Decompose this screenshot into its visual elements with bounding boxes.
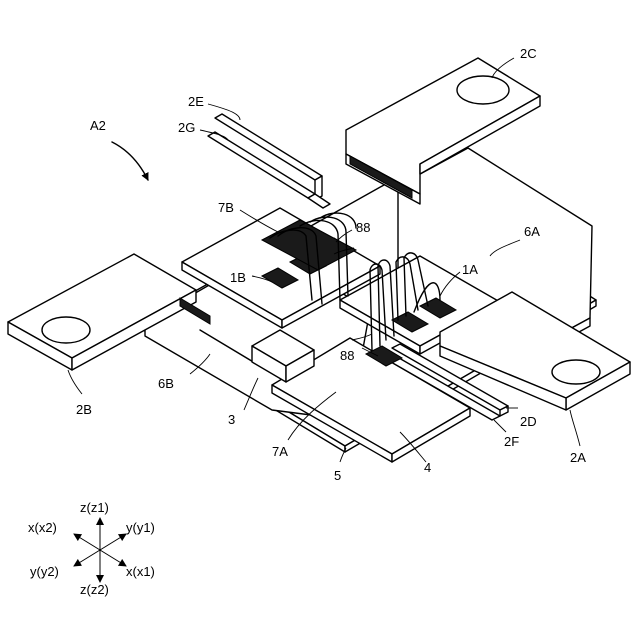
- label-2g: 2G: [178, 120, 195, 135]
- label-2d: 2D: [520, 414, 537, 429]
- axis-label-y-pos: y(y1): [126, 520, 155, 535]
- label-2f: 2F: [504, 434, 519, 449]
- label-2c: 2C: [520, 46, 537, 61]
- label-2b: 2B: [76, 402, 92, 417]
- label-6b: 6B: [158, 376, 174, 391]
- label-1b: 1B: [230, 270, 246, 285]
- label-5: 5: [334, 468, 341, 483]
- axis-indicator: z(z1) z(z2) x(x2) x(x1) y(y1) y(y2): [28, 500, 155, 597]
- axis-label-x-pos: x(x1): [126, 564, 155, 579]
- label-88-bottom: 88: [340, 348, 354, 363]
- label-2e: 2E: [188, 94, 204, 109]
- label-7b: 7B: [218, 200, 234, 215]
- axis-x-neg: [74, 534, 100, 550]
- axis-x-pos: [100, 550, 126, 566]
- label-3: 3: [228, 412, 235, 427]
- axis-y-neg: [74, 550, 100, 566]
- axis-label-z-down: z(z2): [80, 582, 109, 597]
- label-88-top: 88: [356, 220, 370, 235]
- label-1a: 1A: [462, 262, 478, 277]
- axis-label-y-neg: y(y2): [30, 564, 59, 579]
- axis-label-z-up: z(z1): [80, 500, 109, 515]
- label-4: 4: [424, 460, 431, 475]
- axis-label-x-neg: x(x2): [28, 520, 57, 535]
- label-7a: 7A: [272, 444, 288, 459]
- label-2a: 2A: [570, 450, 586, 465]
- label-6a: 6A: [524, 224, 540, 239]
- label-a2: A2: [90, 118, 106, 133]
- axis-y-pos: [100, 534, 126, 550]
- a2-arrow: [112, 142, 148, 180]
- terminal-2e: [215, 114, 322, 200]
